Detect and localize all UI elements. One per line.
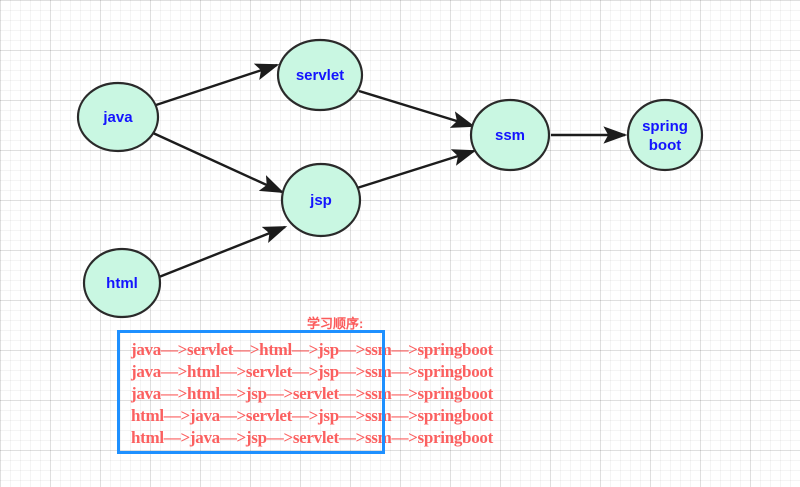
node-jsp[interactable]: jsp <box>280 162 362 238</box>
node-servlet-shape[interactable] <box>276 38 364 112</box>
edge-group <box>152 63 628 279</box>
node-java-label: java <box>102 109 133 126</box>
node-java[interactable]: java <box>76 81 160 153</box>
node-springboot-shape[interactable] <box>626 98 704 172</box>
node-jsp-label: jsp <box>309 192 332 209</box>
sequence-line: html—>java—>jsp—>servlet—>ssm—>springboo… <box>131 428 493 447</box>
legend-title: 学习顺序: <box>307 316 364 331</box>
sequence-line: java—>html—>servlet—>jsp—>ssm—>springboo… <box>131 362 493 381</box>
sequence-line: html—>java—>servlet—>jsp—>ssm—>springboo… <box>131 406 493 425</box>
node-servlet-label: servlet <box>296 67 344 84</box>
edge-html-to-jsp <box>158 225 288 279</box>
node-springboot-label-line2: boot <box>649 137 681 154</box>
sequence-line: java—>html—>jsp—>servlet—>ssm—>springboo… <box>131 384 493 403</box>
sequence-line: java—>servlet—>html—>jsp—>ssm—>springboo… <box>131 340 493 359</box>
node-jsp-shape[interactable] <box>280 162 362 238</box>
edge-servlet-to-ssm <box>358 89 476 128</box>
node-html-shape[interactable] <box>82 247 162 319</box>
node-java-shape[interactable] <box>76 81 160 153</box>
node-ssm[interactable]: ssm <box>469 98 551 172</box>
node-ssm-shape[interactable] <box>469 98 551 172</box>
sequence-list: java—>servlet—>html—>jsp—>ssm—>springboo… <box>131 339 571 449</box>
node-ssm-label: ssm <box>495 127 525 144</box>
node-html-label: html <box>106 275 138 292</box>
edge-java-to-servlet <box>155 63 280 107</box>
node-springboot[interactable]: spring boot <box>626 98 704 172</box>
node-servlet[interactable]: servlet <box>276 38 364 112</box>
node-springboot-label-line1: spring <box>642 118 688 135</box>
node-html[interactable]: html <box>82 247 162 319</box>
edge-java-to-jsp <box>152 131 285 194</box>
edge-jsp-to-ssm <box>356 149 477 190</box>
